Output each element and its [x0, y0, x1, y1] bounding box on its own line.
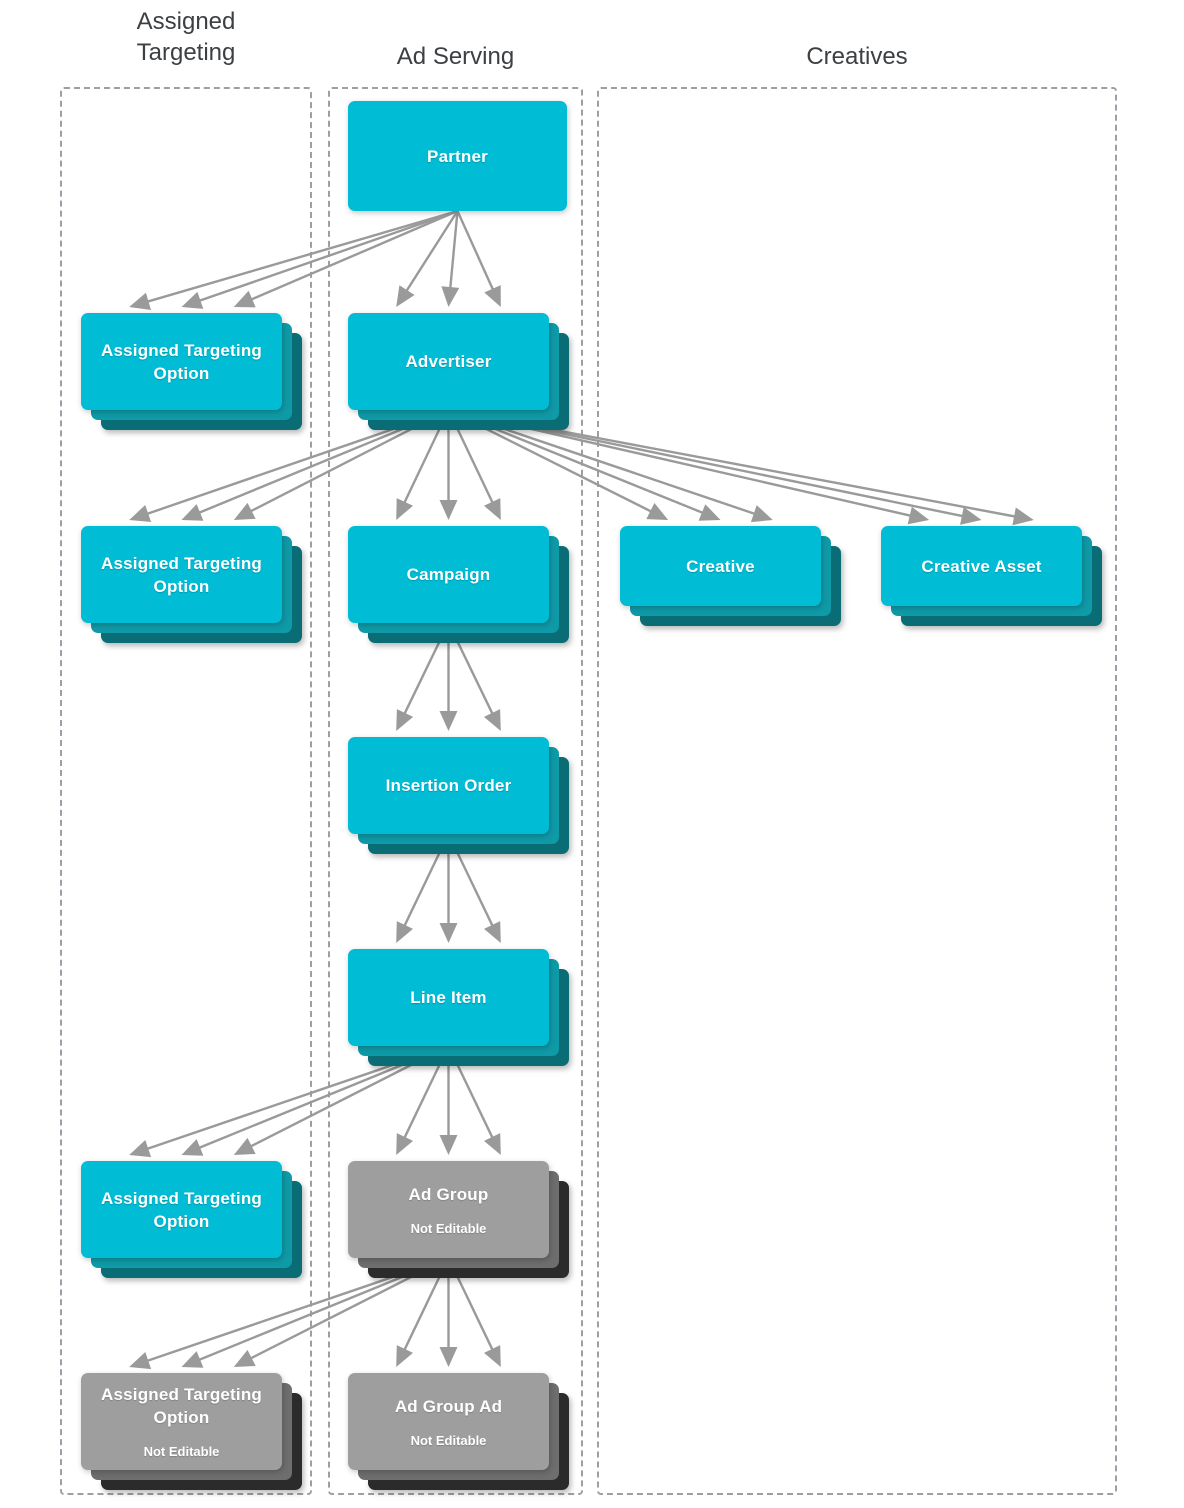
node-insertion-order[interactable]: Insertion Order — [348, 737, 573, 858]
node-label: Ad Group Ad — [394, 1396, 503, 1416]
node-label: Creative — [686, 556, 755, 576]
node-card[interactable]: Assigned Targeting Option — [81, 526, 282, 623]
node-creative[interactable]: Creative — [620, 526, 845, 630]
node-card[interactable]: Ad Group Ad Not Editable — [348, 1373, 549, 1470]
node-not-editable-badge: Not Editable — [410, 1432, 487, 1448]
node-card[interactable]: Partner — [348, 101, 567, 211]
column-header-assigned-targeting: Assigned Targeting — [136, 8, 236, 66]
node-partner[interactable]: Partner — [348, 101, 591, 235]
node-card[interactable]: Insertion Order — [348, 737, 549, 834]
node-label: Line Item — [410, 988, 487, 1007]
node-card[interactable]: Line Item — [348, 949, 549, 1046]
node-label: Ad Group — [408, 1184, 489, 1204]
node-label: Campaign — [406, 565, 491, 584]
node-card[interactable]: Campaign — [348, 526, 549, 623]
column-box-ad-serving — [328, 87, 583, 1495]
node-ato-partner[interactable]: Assigned Targeting Option — [81, 313, 306, 434]
node-label: Advertiser — [405, 352, 492, 371]
node-label: Creative Asset — [921, 556, 1042, 576]
node-label: Partner — [427, 146, 488, 166]
node-card[interactable]: Assigned Targeting Option — [81, 313, 282, 410]
node-line-item[interactable]: Line Item — [348, 949, 573, 1070]
node-creative-asset[interactable]: Creative Asset — [881, 526, 1106, 630]
column-header-ad-serving: Ad Serving — [396, 43, 515, 70]
node-campaign[interactable]: Campaign — [348, 526, 573, 647]
node-label: Assigned Targeting Option — [100, 340, 263, 383]
node-card[interactable]: Assigned Targeting Option — [81, 1161, 282, 1258]
node-not-editable-badge: Not Editable — [410, 1220, 487, 1236]
column-box-assigned-targeting — [60, 87, 312, 1495]
node-card[interactable]: Creative Asset — [881, 526, 1082, 606]
column-box-creatives — [597, 87, 1117, 1495]
node-label: Assigned Targeting Option — [100, 1188, 263, 1231]
node-not-editable-badge: Not Editable — [143, 1444, 220, 1459]
column-header-creatives: Creatives — [806, 43, 908, 70]
node-ad-group-ad[interactable]: Ad Group Ad Not Editable — [348, 1373, 573, 1494]
node-card[interactable]: Advertiser — [348, 313, 549, 410]
node-ato-advertiser[interactable]: Assigned Targeting Option — [81, 526, 306, 647]
node-label: Assigned Targeting Option — [100, 553, 263, 596]
node-advertiser[interactable]: Advertiser — [348, 313, 573, 434]
node-card[interactable]: Creative — [620, 526, 821, 606]
node-ato-line-item[interactable]: Assigned Targeting Option — [81, 1161, 306, 1282]
node-label: Assigned Targeting Option — [100, 1385, 263, 1427]
node-label: Insertion Order — [385, 776, 512, 795]
